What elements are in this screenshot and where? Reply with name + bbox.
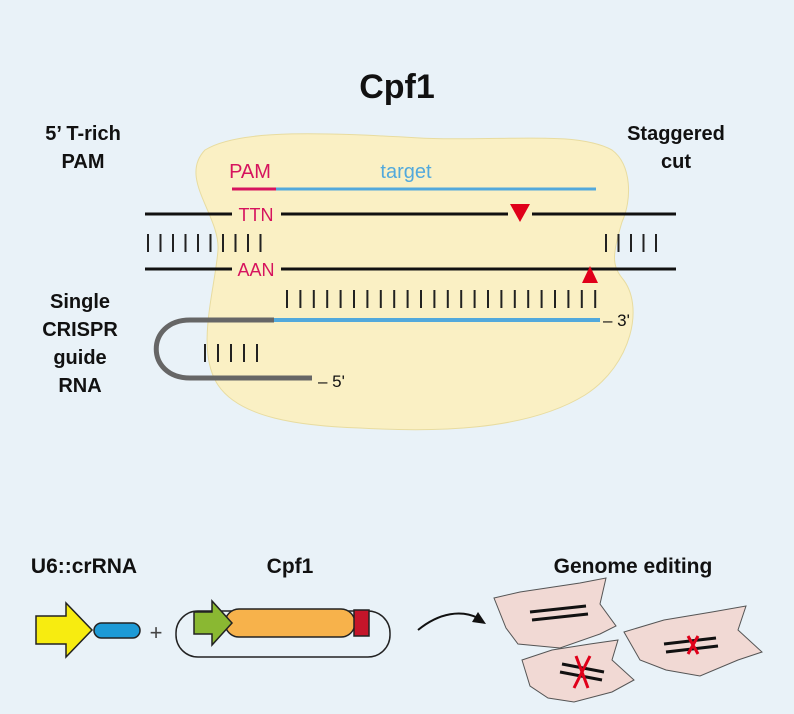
pam-side-label-line1: 5’ T-rich	[45, 123, 121, 145]
guide-label-line1: Single	[50, 291, 110, 313]
end-5-label: – 5'	[318, 372, 345, 391]
cut-label-line2: cut	[661, 151, 691, 173]
delivery-arrow	[417, 612, 479, 631]
guide-label-line2: CRISPR	[42, 319, 118, 341]
edited-cell-icon-3	[521, 639, 635, 703]
top-cut-triangle-icon	[510, 204, 530, 222]
bottom-cut-triangle-icon	[582, 266, 598, 283]
edited-cell-icon-1	[493, 577, 617, 649]
cpf1-gene	[224, 608, 356, 638]
mutation-x-mark-icon	[572, 655, 592, 689]
cpf1-cassette-label: Cpf1	[267, 555, 314, 578]
base-pairs-right	[605, 234, 657, 252]
diagram-title: Cpf1	[359, 68, 435, 106]
edited-cell-icon-2	[623, 605, 763, 677]
crrna-label: U6::crRNA	[31, 555, 137, 578]
arrowhead-icon	[472, 612, 486, 624]
cut-label-line1: Staggered	[627, 123, 725, 145]
target-label: target	[380, 161, 432, 183]
guide-repeat-loop	[153, 317, 312, 381]
u6-promoter-arrow-icon	[35, 601, 94, 659]
hairpin-pairs	[204, 344, 258, 362]
top-seq-label: TTN	[239, 205, 274, 225]
base-pairs-left	[147, 234, 262, 252]
pam-side-label-line2: PAM	[62, 151, 105, 173]
guide-label-line3: guide	[53, 347, 106, 369]
genome-editing-label: Genome editing	[554, 555, 713, 578]
guide-label-line4: RNA	[58, 375, 101, 397]
end-3-label: – 3'	[603, 311, 630, 330]
crrna-element	[93, 622, 141, 639]
bottom-seq-label: AAN	[237, 260, 274, 280]
pam-label: PAM	[229, 161, 271, 183]
terminator-block	[353, 609, 370, 637]
plus-sign: +	[150, 620, 163, 645]
mutation-x-mark-icon	[686, 635, 700, 655]
guide-target-pairs	[286, 290, 597, 308]
cpf1-promoter-arrow-icon	[193, 599, 234, 647]
